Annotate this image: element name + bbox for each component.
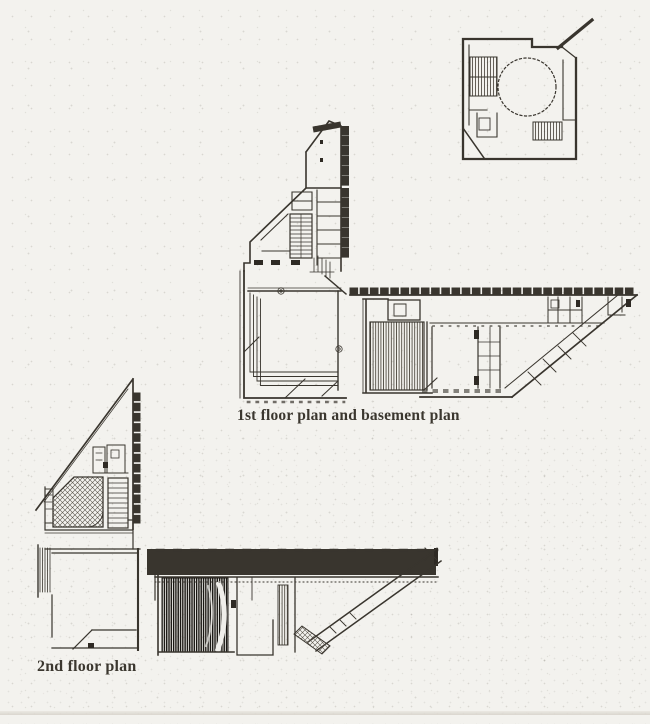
auditorium-curve-inner	[204, 584, 213, 648]
room-core	[110, 449, 120, 459]
diagonal-room-dividers	[527, 332, 587, 386]
wing-outline	[34, 377, 135, 530]
second-floor-core	[44, 476, 134, 550]
hall-diagonal	[260, 213, 289, 241]
hatched-shaft	[277, 584, 289, 646]
stair-treads	[107, 482, 129, 524]
auditorium-dark-hatch	[161, 577, 229, 653]
inner-diagonal-wall	[43, 388, 129, 503]
first-floor-lower-block	[239, 270, 438, 404]
ramp-diagonal	[72, 629, 93, 650]
second-floor-colonnade	[147, 547, 447, 655]
hall-walls	[44, 548, 141, 638]
hall-bottom-walls	[51, 629, 139, 649]
first-floor-east-wing	[349, 287, 639, 399]
stepped-terraces	[249, 292, 339, 386]
narrow-room-marks	[45, 494, 53, 510]
end-post	[434, 548, 438, 566]
auditorium-seating-hatch	[369, 321, 425, 391]
stair-treads	[289, 213, 313, 259]
wall-stub	[231, 600, 236, 608]
inner-diagonal-wall	[504, 294, 619, 389]
stage-box-inner	[393, 303, 407, 317]
narrow-room	[44, 488, 54, 524]
second-floor-plan-drawing	[34, 377, 447, 656]
auditorium-walls	[362, 298, 433, 394]
east-room-walls	[236, 577, 296, 656]
column-rosette	[335, 345, 343, 353]
small-square-floor-plan-drawing	[461, 17, 595, 161]
wall-stub	[474, 330, 479, 339]
wall-stub	[320, 158, 323, 162]
room-dividers	[316, 201, 342, 259]
interior-walls	[468, 44, 577, 138]
corner-link-wall	[561, 46, 577, 59]
room-marks	[95, 452, 103, 461]
second-floor-lower-block	[37, 544, 296, 656]
crosshatched-room	[52, 476, 104, 528]
first-floor-plan-drawing	[239, 120, 639, 404]
ramp-edges	[306, 550, 443, 653]
first-floor-north-wing	[304, 120, 349, 190]
south-room-dividers	[477, 326, 501, 389]
wall-stub	[626, 299, 631, 307]
mid-room-walls	[547, 296, 583, 323]
stair-hatch	[532, 121, 563, 141]
door-swing-arc	[86, 510, 104, 528]
wall-stub	[271, 260, 280, 265]
first-floor-caption: 1st floor plan and basement plan	[237, 407, 460, 424]
interior-room	[478, 117, 491, 131]
scan-bottom-edge	[0, 711, 650, 715]
wall-stub	[254, 260, 263, 265]
connector-walls	[44, 486, 134, 550]
wall-stub	[576, 300, 580, 307]
ramp-ticks	[329, 612, 357, 634]
column-rosette	[277, 287, 285, 295]
corner-cut	[423, 377, 438, 391]
outer-walls	[243, 270, 347, 399]
auditorium-curve	[214, 580, 227, 653]
wall-stub	[88, 643, 94, 648]
aisle-diagonals	[243, 336, 339, 399]
roof-hatch	[312, 121, 342, 133]
window-hatch	[39, 547, 51, 593]
stage-box	[387, 299, 421, 321]
wing-outline	[304, 120, 342, 189]
room-walls	[291, 189, 318, 266]
corner-diagonal-wall	[555, 17, 595, 51]
second-floor-caption: 2nd floor plan	[37, 658, 137, 675]
second-floor-north-wing	[34, 377, 141, 530]
wall-stub	[474, 376, 479, 385]
diagonal-wall	[324, 275, 347, 295]
fan-hatch-corner	[309, 255, 335, 279]
wall-stub	[103, 462, 108, 468]
ramp-landing-hatch	[293, 625, 331, 655]
end-room-walls	[607, 296, 626, 316]
first-floor-middle-section	[243, 186, 349, 295]
outer-diagonal-wall	[510, 293, 639, 399]
circular-hall-outline	[497, 57, 557, 117]
wall-stub	[291, 260, 300, 265]
elevator-core	[550, 299, 560, 309]
wall-stub	[320, 140, 323, 144]
corner-diagonal-inner	[461, 126, 486, 160]
interior-room	[106, 444, 126, 474]
outer-walls	[461, 37, 578, 161]
